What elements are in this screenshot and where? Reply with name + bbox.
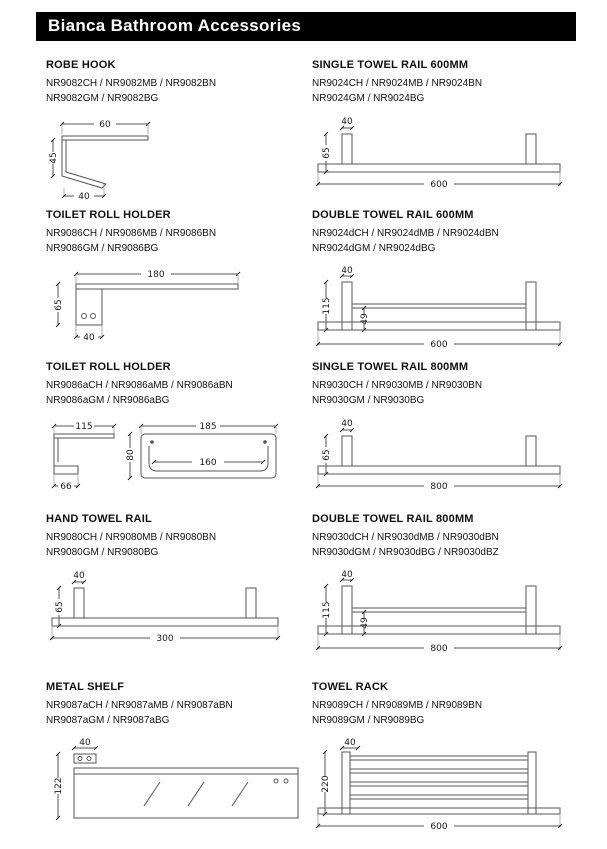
- product-codes-line2: NR9089GM / NR9089BG: [312, 715, 425, 726]
- dim-width-label: 60: [99, 120, 111, 130]
- product-codes-line1: NR9030dCH / NR9030dMB / NR9030dBN: [312, 532, 499, 543]
- dim-length-label: 800: [430, 482, 447, 492]
- technical-drawing-toilet-roll-holder-a: 115 66 80 185: [46, 416, 312, 513]
- product-name: DOUBLE TOWEL RAIL 600MM: [312, 209, 474, 221]
- metal-shelf-diagram: 40 122: [54, 738, 299, 821]
- product-toilet-roll-holder-a: TOILET ROLL HOLDER NR9086aCH / NR9086aMB…: [46, 361, 312, 513]
- product-name: ROBE HOOK: [46, 59, 116, 71]
- product-metal-shelf: METAL SHELF NR9087aCH / NR9087aMB / NR90…: [46, 681, 312, 841]
- product-name: TOILET ROLL HOLDER: [46, 361, 171, 373]
- product-codes-line2: NR9024dGM / NR9024dBG: [312, 243, 436, 254]
- dim-base-label: 66: [60, 482, 72, 492]
- dim-plate-label: 40: [341, 570, 353, 580]
- product-codes-line1: NR9086CH / NR9086MB / NR9086BN: [46, 228, 217, 239]
- product-toilet-roll-holder: TOILET ROLL HOLDER NR9086CH / NR9086MB /…: [46, 209, 312, 361]
- product-codes-line2: NR9087aGM / NR9087aBG: [46, 715, 170, 726]
- product-name: HAND TOWEL RAIL: [46, 513, 152, 525]
- single-rail-800-diagram: 40 65 800: [315, 419, 563, 492]
- dim-height-label: 115: [322, 601, 332, 618]
- dim-gap-label: 49: [360, 617, 370, 629]
- dim-plate-label: 40: [73, 571, 85, 581]
- double-rail-600-diagram: 40 115 49 600: [315, 266, 563, 350]
- dim-length-label: 180: [147, 270, 164, 280]
- dim-height-label: 65: [322, 449, 332, 460]
- dim-side-label: 115: [75, 422, 92, 432]
- product-codes-line1: NR9030CH / NR9030MB / NR9030BN: [312, 380, 483, 391]
- product-hand-towel-rail: HAND TOWEL RAIL NR9080CH / NR9080MB / NR…: [46, 513, 312, 681]
- dim-plate-label: 40: [344, 738, 356, 748]
- dim-height-label: 65: [322, 147, 332, 158]
- product-name: METAL SHELF: [46, 681, 125, 693]
- product-name: SINGLE TOWEL RAIL 800MM: [312, 361, 469, 373]
- technical-drawing-single-rail-600: 40 65 600: [312, 114, 578, 203]
- dim-length-label: 600: [430, 340, 447, 350]
- product-name: TOILET ROLL HOLDER: [46, 209, 171, 221]
- dim-height-label: 45: [49, 152, 59, 163]
- product-name: DOUBLE TOWEL RAIL 800MM: [312, 513, 474, 525]
- dim-plate-label: 40: [341, 117, 353, 127]
- technical-drawing-metal-shelf: 40 122: [46, 736, 312, 833]
- hand-towel-rail-diagram: 40 65 300: [49, 571, 281, 644]
- dim-height-label: 115: [322, 297, 332, 314]
- double-rail-800-diagram: 40 115 49 800: [315, 570, 563, 654]
- toilet-roll-holder-diagram: 180 65 40: [54, 270, 241, 343]
- dim-height-label: 220: [321, 775, 331, 792]
- product-codes-line2: NR9082GM / NR9082BG: [46, 93, 159, 104]
- product-double-towel-rail-800: DOUBLE TOWEL RAIL 800MM NR9030dCH / NR90…: [312, 513, 578, 681]
- product-codes-line1: NR9080CH / NR9080MB / NR9080BN: [46, 532, 217, 543]
- product-name: TOWEL RACK: [312, 681, 389, 693]
- technical-drawing-robe-hook: 60 45 40: [46, 114, 312, 207]
- toilet-roll-holder-a-diagram: 115 66 80 185: [51, 422, 279, 492]
- single-rail-600-diagram: 40 65 600: [315, 117, 563, 190]
- towel-rack-diagram: 40 220 600: [315, 738, 563, 832]
- product-codes-line2: NR9030GM / NR9030BG: [312, 395, 425, 406]
- product-double-towel-rail-600: DOUBLE TOWEL RAIL 600MM NR9024dCH / NR90…: [312, 209, 578, 361]
- technical-drawing-single-rail-800: 40 65 800: [312, 416, 578, 505]
- dim-height-label: 65: [55, 601, 65, 612]
- product-name: SINGLE TOWEL RAIL 600MM: [312, 59, 469, 71]
- dim-inner-label: 160: [199, 458, 216, 468]
- dim-gap-label: 49: [360, 313, 370, 325]
- dim-plate-label: 40: [83, 333, 95, 343]
- product-codes-line1: NR9089CH / NR9089MB / NR9089BN: [312, 700, 483, 711]
- dim-height-label: 80: [126, 449, 136, 461]
- technical-drawing-double-rail-600: 40 115 49 600: [312, 264, 578, 365]
- product-codes-line1: NR9082CH / NR9082MB / NR9082BN: [46, 78, 217, 89]
- product-grid: ROBE HOOK NR9082CH / NR9082MB / NR9082BN…: [36, 59, 607, 841]
- dim-length-label: 300: [156, 634, 173, 644]
- dim-length-label: 600: [430, 822, 447, 832]
- product-codes-line2: NR9080GM / NR9080BG: [46, 547, 159, 558]
- product-codes-line1: NR9024CH / NR9024MB / NR9024BN: [312, 78, 483, 89]
- dim-plate-label: 40: [341, 266, 353, 276]
- dim-plate-label: 40: [341, 419, 353, 429]
- dim-base-label: 40: [78, 192, 90, 202]
- product-codes-line2: NR9086aGM / NR9086aBG: [46, 395, 170, 406]
- product-robe-hook: ROBE HOOK NR9082CH / NR9082MB / NR9082BN…: [46, 59, 312, 209]
- robe-hook-diagram: 60 45 40: [49, 120, 151, 202]
- page-title: Bianca Bathroom Accessories: [48, 16, 302, 35]
- product-codes-line1: NR9086aCH / NR9086aMB / NR9086aBN: [46, 380, 233, 391]
- product-towel-rack: TOWEL RACK NR9089CH / NR9089MB / NR9089B…: [312, 681, 578, 841]
- technical-drawing-towel-rack: 40 220 600: [312, 736, 578, 841]
- product-codes-line1: NR9087aCH / NR9087aMB / NR9087aBN: [46, 700, 233, 711]
- technical-drawing-hand-towel-rail: 40 65 300: [46, 568, 312, 657]
- dim-height-label: 122: [54, 777, 64, 794]
- dim-length-label: 600: [430, 180, 447, 190]
- dim-width-label: 185: [199, 422, 216, 432]
- product-codes-line2: NR9086GM / NR9086BG: [46, 243, 159, 254]
- product-single-towel-rail-800: SINGLE TOWEL RAIL 800MM NR9030CH / NR903…: [312, 361, 578, 513]
- page-header: Bianca Bathroom Accessories: [36, 12, 576, 41]
- technical-drawing-double-rail-800: 40 115 49 800: [312, 568, 578, 669]
- dim-height-label: 65: [54, 299, 64, 310]
- dim-plate-label: 40: [79, 738, 91, 748]
- product-codes-line2: NR9030dGM / NR9030dBG / NR9030dBZ: [312, 547, 499, 558]
- product-codes-line2: NR9024GM / NR9024BG: [312, 93, 425, 104]
- product-codes-line1: NR9024dCH / NR9024dMB / NR9024dBN: [312, 228, 499, 239]
- dim-length-label: 800: [430, 644, 447, 654]
- technical-drawing-toilet-roll-holder: 180 65 40: [46, 264, 312, 361]
- product-single-towel-rail-600: SINGLE TOWEL RAIL 600MM NR9024CH / NR902…: [312, 59, 578, 209]
